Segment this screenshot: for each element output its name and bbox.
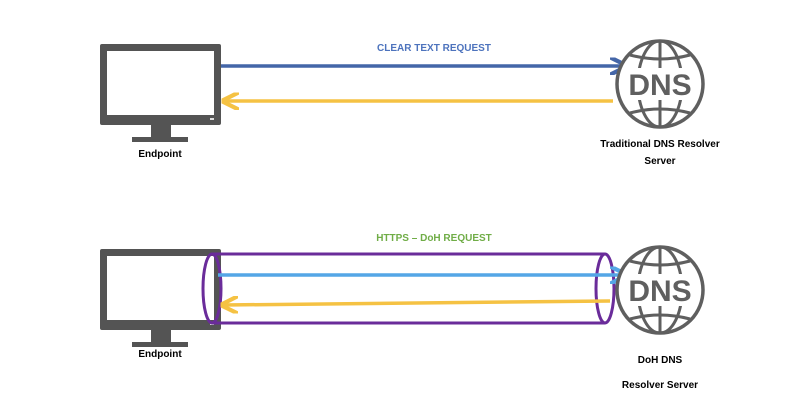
dns-globe-icon: DNS: [615, 245, 705, 335]
doh-request-label: HTTPS – DoH REQUEST: [376, 233, 492, 244]
desktop-monitor-icon: [100, 44, 221, 142]
dns-badge-text: DNS: [628, 69, 691, 102]
top-scenario: Endpoint CLEAR TEXT REQUEST DNS Traditio…: [100, 39, 720, 167]
endpoint-label: Endpoint: [138, 149, 182, 160]
server-label-line2: Resolver Server: [622, 380, 698, 391]
server-label-line1: DoH DNS: [638, 355, 683, 366]
server-label-line1: Traditional DNS Resolver: [600, 139, 720, 150]
dns-badge-text: DNS: [628, 275, 691, 308]
doh-response-arrow: [224, 301, 611, 305]
server-label-line2: Server: [644, 156, 675, 167]
desktop-monitor-icon: [100, 249, 221, 347]
https-tunnel: [201, 252, 616, 325]
dns-globe-icon: DNS: [615, 39, 705, 129]
bottom-scenario: Endpoint HTTPS – DoH REQUEST DNS DoH DNS…: [100, 233, 705, 391]
endpoint-label: Endpoint: [138, 349, 182, 360]
clear-text-request-label: CLEAR TEXT REQUEST: [377, 43, 491, 54]
